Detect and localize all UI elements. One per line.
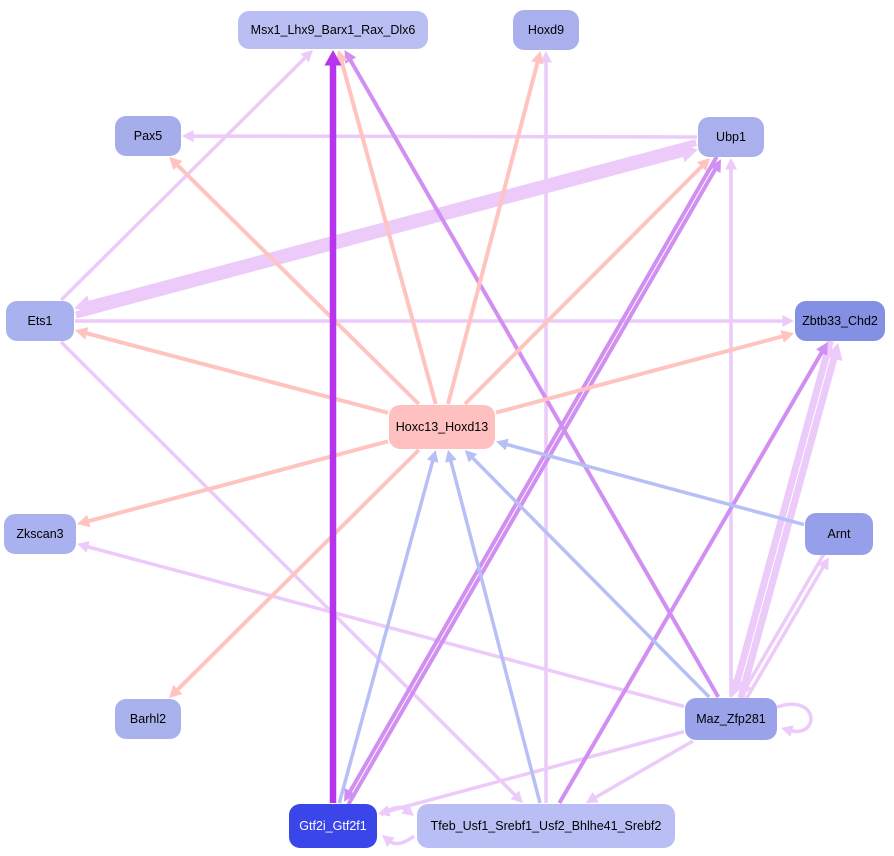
edge-ubp1-gtf2i — [347, 155, 719, 794]
edge-hoxc13-ets1 — [84, 330, 389, 415]
node-msx1[interactable]: Msx1_Lhx9_Barx1_Rax_Dlx6 — [238, 11, 428, 49]
node-label-maz: Maz_Zfp281 — [696, 712, 766, 726]
node-maz[interactable]: Maz_Zfp281 — [685, 698, 777, 740]
edge-hoxc13-zbtb33 — [495, 333, 785, 415]
node-label-zbtb33: Zbtb33_Chd2 — [802, 314, 878, 328]
arrowhead-maz-ubp1 — [725, 158, 737, 170]
arrowhead-gtf2i-tfeb — [401, 804, 414, 816]
arrowhead-ets1-msx1 — [300, 50, 313, 63]
edge-maz-msx1 — [347, 57, 721, 699]
edge-tfeb-gtf2i — [388, 834, 416, 846]
edge-maz-zbtb33 — [737, 355, 838, 699]
edge-ets1-ubp1 — [75, 149, 686, 319]
node-label-tfeb: Tfeb_Usf1_Srebf1_Usf2_Bhlhe41_Srebf2 — [430, 819, 662, 833]
edge-hoxc13-zkscan3 — [86, 439, 389, 524]
arrowhead-hoxc13-zbtb33 — [780, 330, 794, 343]
node-label-pax5: Pax5 — [133, 129, 163, 143]
edge-gtf2i-hoxc13 — [337, 458, 435, 804]
edge-ubp1-ets1 — [86, 139, 698, 309]
node-label-zkscan3: Zkscan3 — [16, 527, 64, 541]
arrowhead-arnt-maz — [741, 682, 753, 696]
arrowhead-tfeb-gtf2i — [382, 835, 395, 847]
arrowhead-ubp1-ets1 — [74, 295, 92, 313]
node-label-gtf2i: Gtf2i_Gtf2f1 — [299, 819, 367, 833]
arrowhead-ubp1-pax5 — [182, 130, 194, 143]
node-label-arnt: Arnt — [827, 527, 851, 541]
arrowhead-maz-msx1 — [344, 50, 357, 64]
edge-arnt-hoxc13 — [504, 442, 805, 527]
node-hoxd9[interactable]: Hoxd9 — [513, 10, 579, 50]
arrowhead-ets1-zbtb33 — [782, 315, 794, 327]
arrowhead-ets1-tfeb — [510, 790, 523, 803]
edge-maz-gtf2i — [386, 729, 685, 814]
node-gtf2i[interactable]: Gtf2i_Gtf2f1 — [289, 804, 377, 848]
edge-hoxc13-ubp1 — [463, 163, 705, 406]
edge-hoxc13-pax5 — [175, 162, 421, 406]
edge-hoxc13-hoxd9 — [446, 60, 540, 405]
edge-arnt-maz — [744, 553, 826, 689]
node-label-hoxd9: Hoxd9 — [527, 23, 565, 37]
edge-zbtb33-maz — [733, 340, 834, 684]
arrowhead-maz-zkscan3 — [77, 541, 90, 553]
node-tfeb[interactable]: Tfeb_Usf1_Srebf1_Usf2_Bhlhe41_Srebf2 — [417, 804, 675, 848]
arrowhead-hoxc13-zkscan3 — [77, 514, 91, 528]
arrowhead-hoxc13-ubp1 — [696, 158, 711, 172]
node-arnt[interactable]: Arnt — [805, 513, 873, 555]
edge-maz-zkscan3 — [85, 544, 685, 709]
arrowhead-maz-maz — [781, 725, 794, 737]
node-label-barhl2: Barhl2 — [129, 712, 167, 726]
arrowhead-hoxc13-msx1 — [335, 50, 348, 64]
node-ubp1[interactable]: Ubp1 — [698, 117, 764, 157]
node-label-ets1: Ets1 — [27, 314, 53, 328]
node-ets1[interactable]: Ets1 — [6, 301, 74, 341]
edge-ets1-msx1 — [59, 55, 308, 302]
edge-gtf2i-ubp1 — [346, 167, 718, 806]
arrowhead-hoxc13-ets1 — [75, 327, 89, 340]
arrowhead-zbtb33-maz — [728, 678, 747, 696]
node-label-msx1: Msx1_Lhx9_Barx1_Rax_Dlx6 — [250, 23, 416, 37]
arrowhead-hoxc13-hoxd9 — [531, 51, 544, 65]
edge-hoxc13-barhl2 — [174, 448, 421, 693]
arrowhead-tfeb-hoxc13 — [445, 450, 457, 463]
edge-maz-hoxc13 — [470, 455, 711, 699]
edge-maz-tfeb — [593, 739, 694, 800]
edge-ubp1-pax5 — [191, 134, 698, 139]
node-zbtb33[interactable]: Zbtb33_Chd2 — [795, 301, 885, 341]
node-label-ubp1: Ubp1 — [716, 130, 746, 144]
arrowhead-ubp1-gtf2i — [344, 787, 356, 802]
node-zkscan3[interactable]: Zkscan3 — [4, 514, 76, 554]
arrowhead-tfeb-hoxd9 — [540, 51, 552, 63]
node-pax5[interactable]: Pax5 — [115, 116, 181, 156]
arrowhead-maz-arnt — [817, 557, 829, 571]
edge-ets1-tfeb — [59, 340, 518, 798]
self-loop-maz — [776, 702, 813, 734]
arrowhead-hoxc13-pax5 — [169, 157, 183, 171]
edge-tfeb-hoxc13 — [448, 458, 542, 804]
arrowhead-gtf2i-msx1 — [324, 50, 342, 66]
edge-maz-arnt — [744, 564, 826, 700]
edge-tfeb-zbtb33 — [557, 349, 825, 805]
arrowhead-arnt-hoxc13 — [496, 438, 509, 451]
node-barhl2[interactable]: Barhl2 — [115, 699, 181, 739]
node-label-hoxc13: Hoxc13_Hoxd13 — [395, 420, 489, 434]
arrowhead-maz-tfeb — [585, 792, 599, 803]
arrowhead-tfeb-zbtb33 — [816, 342, 828, 356]
edge-hoxc13-msx1 — [339, 59, 438, 405]
arrowhead-gtf2i-ubp1 — [709, 159, 722, 174]
node-hoxc13[interactable]: Hoxc13_Hoxd13 — [389, 405, 495, 449]
arrowhead-hoxc13-barhl2 — [169, 684, 183, 698]
arrowhead-gtf2i-hoxc13 — [426, 450, 439, 463]
arrowhead-maz-hoxc13 — [464, 450, 478, 463]
